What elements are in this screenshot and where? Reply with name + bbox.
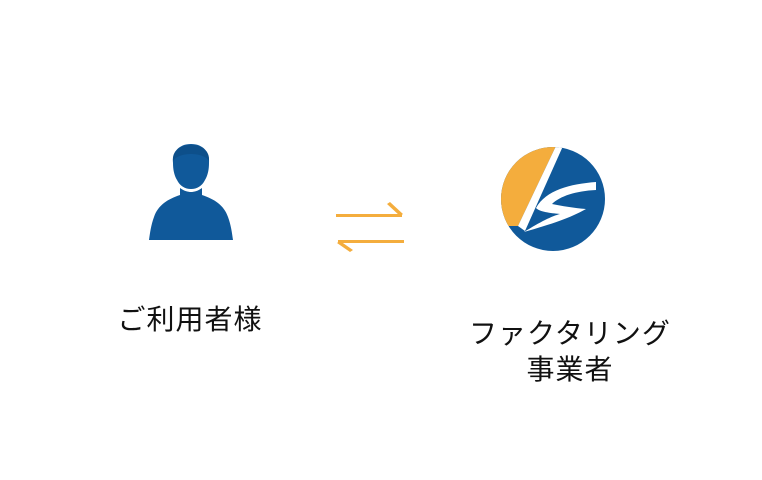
user-label: ご利用者様 [117, 303, 263, 336]
person-hair [172, 145, 210, 161]
logo-white-s-curve [524, 182, 596, 232]
logo-orange-segment [501, 147, 556, 226]
exchange-arrows-icon [336, 202, 404, 252]
factoring-label: ファクタリング 事業者 [440, 316, 700, 388]
arrow-right [336, 202, 403, 217]
logo-white-slash [518, 147, 563, 231]
factoring-logo-icon [501, 147, 605, 251]
person-head [172, 144, 210, 189]
person-body [149, 188, 233, 240]
arrow-left [337, 240, 404, 252]
factoring-label-line1: ファクタリング [469, 317, 671, 350]
factoring-label-line2: 事業者 [526, 353, 614, 386]
person-icon [149, 144, 233, 240]
